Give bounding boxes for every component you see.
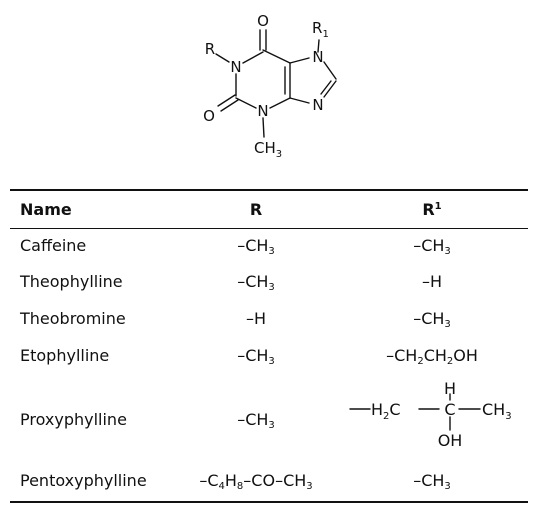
atom-o-left: O: [203, 107, 215, 125]
row-r-formula: –H: [246, 309, 266, 329]
bond-n7-r1: [317, 39, 320, 53]
bond-n7-c8: [323, 61, 337, 80]
row-r-formula: –C4H8–CO–CH3: [199, 471, 313, 492]
formula-part: 3: [444, 246, 451, 257]
bond-c6-n1: [242, 51, 264, 64]
row-r-formula: –CH3: [237, 272, 275, 293]
atom-n1: N: [230, 58, 241, 76]
formula-part: 4: [218, 481, 225, 492]
row-r-formula: –CH3: [237, 346, 275, 367]
table-top-rule: [10, 189, 528, 191]
formula-part: 8: [236, 481, 244, 492]
atom-ch3: CH3: [254, 139, 282, 160]
header-name: Name: [20, 200, 72, 219]
row-name: Etophylline: [20, 346, 110, 365]
formula-part: 3: [444, 481, 451, 492]
header-r1: R1: [422, 200, 442, 219]
table-header-rule: [10, 228, 528, 229]
row-name: Caffeine: [20, 236, 87, 255]
row-r1-formula: –CH3: [413, 236, 451, 257]
formula-part: OH: [453, 346, 478, 365]
formula-part: 3: [268, 356, 275, 367]
proxyphylline-r1-structure: H H2C C CH3 OH: [349, 380, 512, 450]
bond-c5-c6: [262, 49, 291, 64]
formula-part: –CH: [413, 236, 445, 255]
atom-o-top: O: [257, 12, 269, 30]
formula-part: 2: [417, 356, 424, 367]
formula-part: –CH: [237, 236, 269, 255]
bond-c2-o: [217, 94, 236, 107]
atom-r1: R1: [312, 19, 329, 40]
formula-part: 3: [306, 481, 313, 492]
proxy-h2c: H2C: [371, 400, 401, 422]
row-name: Pentoxyphylline: [20, 471, 147, 490]
proxy-ch3: CH3: [482, 400, 512, 422]
formula-part: –CH: [237, 272, 269, 291]
bond-c2-n3: [235, 97, 257, 109]
formula-part: –CH: [237, 346, 269, 365]
atom-n3: N: [257, 102, 268, 120]
row-r-formula: –CH3: [237, 236, 275, 257]
row-r1-formula: –CH3: [413, 471, 451, 492]
bond-c8-n9-inner: [320, 80, 332, 95]
formula-part: H: [224, 471, 237, 490]
formula-part: –CH: [413, 309, 445, 328]
row-r1-formula: –CH3: [413, 309, 451, 330]
bond-c2-o-2: [220, 99, 239, 112]
formula-part: 3: [444, 319, 451, 330]
formula-part: 3: [268, 420, 275, 431]
xanthine-structure-diagram: O O N N N N R R1 CH3: [203, 12, 337, 160]
atom-r: R: [205, 40, 215, 58]
formula-part: –C: [199, 471, 219, 490]
bond-n1-r: [215, 53, 230, 63]
table-bottom-rule: [10, 501, 528, 503]
proxy-c-mid: C: [444, 400, 455, 419]
row-r-formula: –CH3: [237, 410, 275, 431]
formula-part: –CH: [386, 346, 418, 365]
row-name: Theophylline: [20, 272, 123, 291]
formula-part: CH: [423, 346, 447, 365]
bond-c8-n9: [323, 80, 337, 98]
formula-part: 3: [268, 246, 275, 257]
bond-c5-n7: [289, 57, 310, 64]
formula-part: 2: [446, 356, 454, 367]
atom-n7: N: [312, 48, 323, 66]
row-r1-formula: –CH2CH2OH: [386, 346, 478, 367]
proxy-oh: OH: [438, 431, 463, 450]
formula-part: –CO–CH: [243, 471, 307, 490]
header-r: R: [249, 200, 263, 219]
formula-part: 3: [268, 282, 275, 293]
formula-part: –H: [245, 309, 267, 328]
bond-n9-c4: [289, 97, 310, 104]
formula-part: –CH: [413, 471, 445, 490]
row-name: Proxyphylline: [20, 410, 127, 429]
bond-n3-ch3: [262, 117, 265, 138]
formula-part: –H: [421, 272, 443, 291]
row-r1-formula: –H: [422, 272, 442, 292]
atom-n9: N: [312, 96, 323, 114]
row-name: Theobromine: [20, 309, 126, 328]
proxy-h-top: H: [444, 380, 456, 398]
bond-n3-c4: [269, 97, 291, 109]
formula-part: –CH: [237, 410, 269, 429]
